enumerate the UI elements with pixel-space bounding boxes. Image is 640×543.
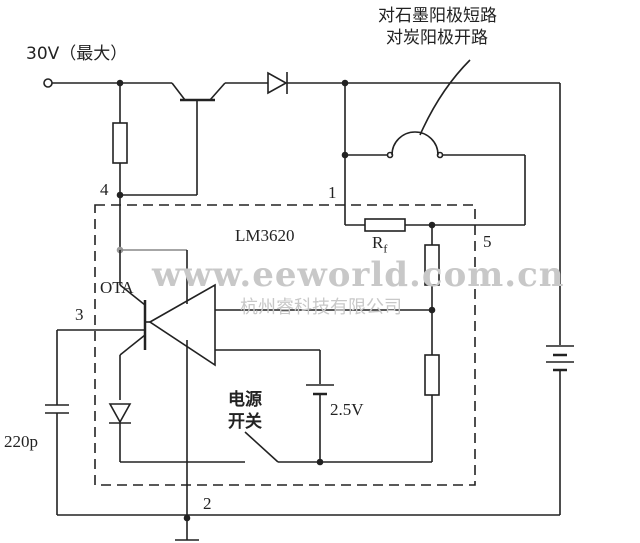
watermark-company: 杭州睿科技有限公司: [240, 297, 402, 318]
switch-label-2: 开关: [228, 412, 262, 432]
pin-1: 1: [328, 183, 337, 202]
pin-4: 4: [100, 180, 109, 199]
capacitor-label: 220p: [4, 432, 38, 451]
diode: [267, 71, 288, 95]
annotation-line2: 对炭阳极开路: [386, 28, 488, 48]
resistor-label-sub: f: [383, 241, 388, 256]
ota-transistor: [119, 250, 150, 356]
annotation-line1: 对石墨阳极短路: [378, 6, 497, 26]
switch-label-1: 电源: [228, 390, 262, 410]
supply-label: 30V（最大）: [26, 44, 128, 64]
annotation-leader: [419, 59, 471, 136]
pin-3: 3: [75, 305, 84, 324]
diode: [108, 403, 132, 424]
lm3620-package: [94, 204, 476, 486]
pass-transistor: [171, 82, 226, 195]
resistor-label: Rf: [372, 233, 388, 256]
reference-battery: [306, 384, 334, 396]
input-terminal: [43, 78, 53, 88]
ota-amplifier: [148, 283, 216, 367]
lamp-anode: [391, 131, 439, 156]
reference-label: 2.5V: [330, 400, 364, 419]
resistor-label-main: R: [372, 233, 384, 252]
watermark-site: www.eeworld.com.cn: [152, 255, 565, 295]
power-switch: [244, 431, 279, 463]
chip-label: LM3620: [235, 226, 295, 245]
resistor: [112, 122, 128, 164]
pin-5: 5: [483, 232, 492, 251]
capacitor-220p: [45, 404, 69, 414]
pin-2: 2: [203, 494, 212, 513]
resistor: [424, 354, 440, 396]
ota-label: OTA: [100, 278, 134, 297]
supply-battery: [546, 345, 574, 372]
resistor-rf: [364, 218, 406, 232]
